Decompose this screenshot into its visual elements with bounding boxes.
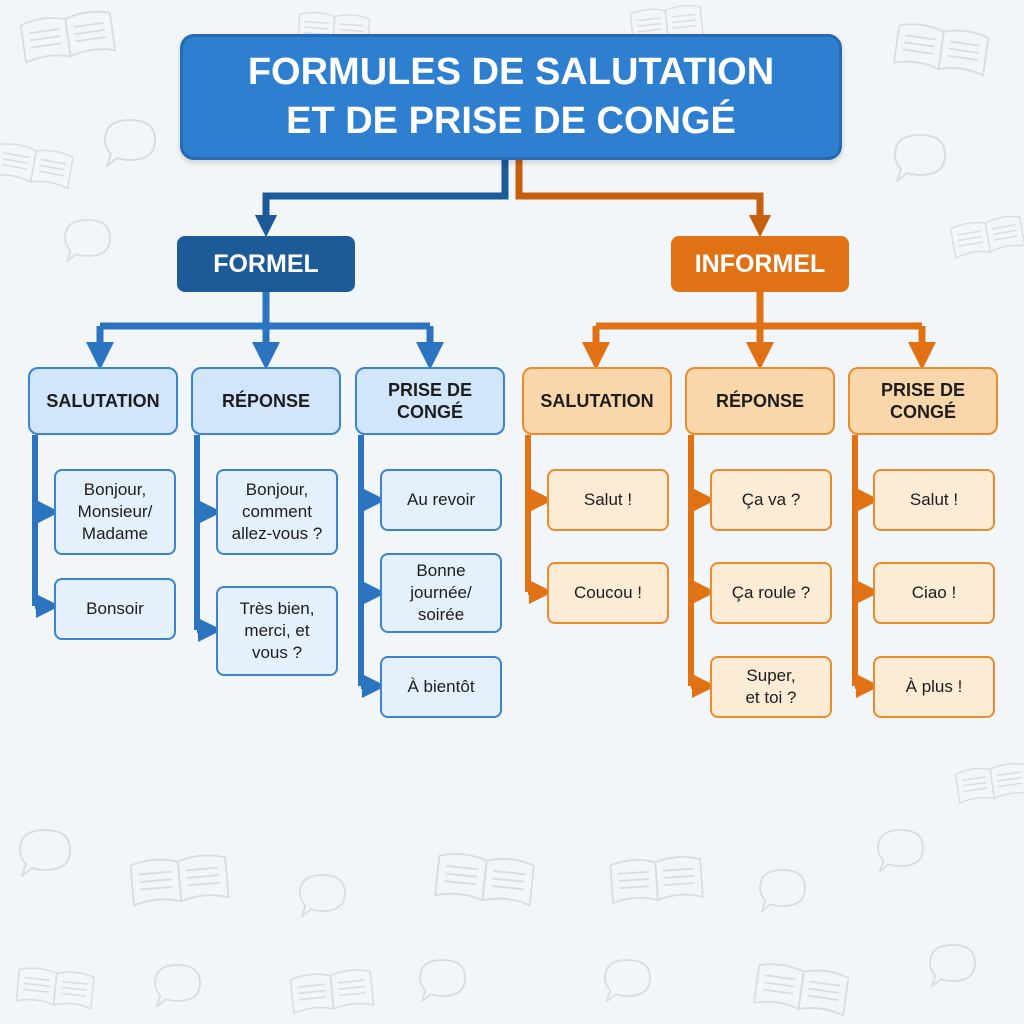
informel-conge-header: PRISE DE CONGÉ <box>848 367 998 435</box>
open-book-icon <box>949 213 1024 259</box>
formel-conge-item: Bonne journée/ soirée <box>380 553 502 633</box>
open-book-icon <box>15 965 96 1010</box>
category-formel: FORMEL <box>177 236 355 292</box>
informel-reponse-item: Super, et toi ? <box>710 656 832 718</box>
formel-reponse-item: Très bien, merci, et vous ? <box>216 586 338 676</box>
speech-bubble-icon <box>929 944 976 988</box>
speech-bubble-icon <box>604 959 651 1003</box>
formel-conge-header: PRISE DE CONGÉ <box>355 367 505 435</box>
speech-bubble-icon <box>154 964 201 1008</box>
open-book-icon <box>0 140 75 190</box>
open-book-icon <box>893 20 990 77</box>
category-informel: INFORMEL <box>671 236 849 292</box>
page-title: FORMULES DE SALUTATION ET DE PRISE DE CO… <box>180 34 842 160</box>
open-book-icon <box>954 760 1024 804</box>
formel-reponse-header: RÉPONSE <box>191 367 341 435</box>
speech-bubble-icon <box>894 134 946 182</box>
speech-bubble-icon <box>104 119 156 167</box>
informel-conge-item: À plus ! <box>873 656 995 718</box>
formel-conge-item: À bientôt <box>380 656 502 718</box>
open-book-icon <box>129 852 230 907</box>
informel-reponse-header: RÉPONSE <box>685 367 835 435</box>
speech-bubble-icon <box>64 219 111 263</box>
open-book-icon <box>609 854 704 904</box>
speech-bubble-icon <box>299 874 346 918</box>
formel-conge-item: Au revoir <box>380 469 502 531</box>
speech-bubble-icon <box>877 829 924 873</box>
formel-salutation-item: Bonjour, Monsieur/ Madame <box>54 469 176 555</box>
informel-reponse-item: Ça va ? <box>710 469 832 531</box>
open-book-icon <box>19 8 117 64</box>
informel-conge-item: Ciao ! <box>873 562 995 624</box>
informel-salutation-item: Salut ! <box>547 469 669 531</box>
formel-reponse-item: Bonjour, comment allez-vous ? <box>216 469 338 555</box>
formel-salutation-item: Bonsoir <box>54 578 176 640</box>
open-book-icon <box>753 960 850 1017</box>
informel-conge-item: Salut ! <box>873 469 995 531</box>
informel-reponse-item: Ça roule ? <box>710 562 832 624</box>
informel-salutation-header: SALUTATION <box>522 367 672 435</box>
open-book-icon <box>289 967 375 1014</box>
speech-bubble-icon <box>19 829 71 877</box>
formel-salutation-header: SALUTATION <box>28 367 178 435</box>
open-book-icon <box>434 850 536 907</box>
informel-salutation-item: Coucou ! <box>547 562 669 624</box>
speech-bubble-icon <box>759 869 806 913</box>
speech-bubble-icon <box>419 959 466 1003</box>
